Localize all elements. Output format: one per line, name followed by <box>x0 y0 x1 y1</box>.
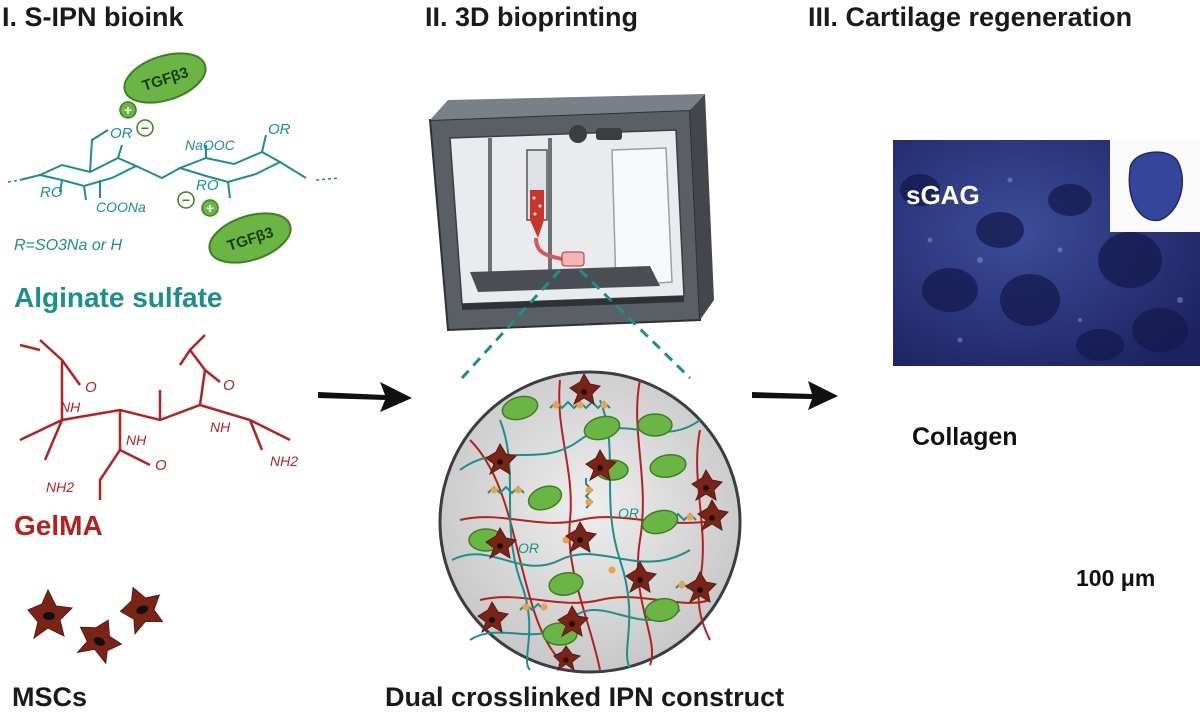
sgag-image <box>893 140 1200 366</box>
chem-or-right: OR <box>268 121 291 138</box>
panel-title-bioink: I. S-IPN bioink <box>2 2 184 32</box>
chem-nh2-1: NH2 <box>46 479 74 495</box>
charge-plus-bottom: + <box>206 200 214 216</box>
arrow-bioink-to-printing <box>318 382 412 412</box>
chem-ro-left: RO <box>40 184 63 201</box>
chem-naooc: NaOOC <box>185 137 236 153</box>
mscs-label: MSCs <box>12 682 88 712</box>
chem-or-left: OR <box>110 125 133 142</box>
alginate-structure <box>19 129 307 201</box>
tgfb3-top: TGFβ3 <box>123 52 207 104</box>
chem-coona: COONa <box>96 199 146 215</box>
charge-minus-top: − <box>141 120 149 136</box>
alginate-chain-ends <box>7 177 341 183</box>
chem-o-2: O <box>223 377 235 394</box>
construct-label: Dual crosslinked IPN construct <box>385 682 785 712</box>
chem-nh-2: NH <box>126 432 147 448</box>
chem-r-group: R=SO3Na or H <box>14 237 122 254</box>
chem-o-3: O <box>155 457 167 474</box>
chem-nh-3: NH <box>210 419 231 435</box>
ipn-construct: OR OR <box>438 370 742 674</box>
charge-minus-bottom: − <box>182 192 190 208</box>
collagen-label: Collagen <box>912 423 1018 451</box>
panel-title-regeneration: III. Cartilage regeneration <box>808 2 1133 32</box>
arrow-printing-to-regeneration <box>752 381 838 410</box>
alginate-sulfate-label: Alginate sulfate <box>14 282 223 313</box>
construct-or-1: OR <box>518 540 539 556</box>
chem-nh-1: NH <box>60 399 81 415</box>
chem-nh2-2: NH2 <box>270 453 298 469</box>
panel-title-printing: II. 3D bioprinting <box>425 2 638 32</box>
zoom-lines <box>460 268 692 380</box>
charge-symbols <box>119 101 219 217</box>
msc-cells <box>27 586 164 665</box>
tgfb3-bottom: TGFβ3 <box>208 212 292 264</box>
scale-label: 100 μm <box>1076 565 1156 591</box>
gelma-structure <box>19 334 291 500</box>
chem-ro-mid: RO <box>196 177 219 194</box>
construct-or-2: OR <box>618 505 639 521</box>
charge-plus-top: + <box>124 102 132 118</box>
gelma-label: GelMA <box>14 510 103 541</box>
printer-illustration <box>428 94 714 332</box>
chem-o-1: O <box>85 379 97 396</box>
sgag-label: sGAG <box>906 180 980 210</box>
